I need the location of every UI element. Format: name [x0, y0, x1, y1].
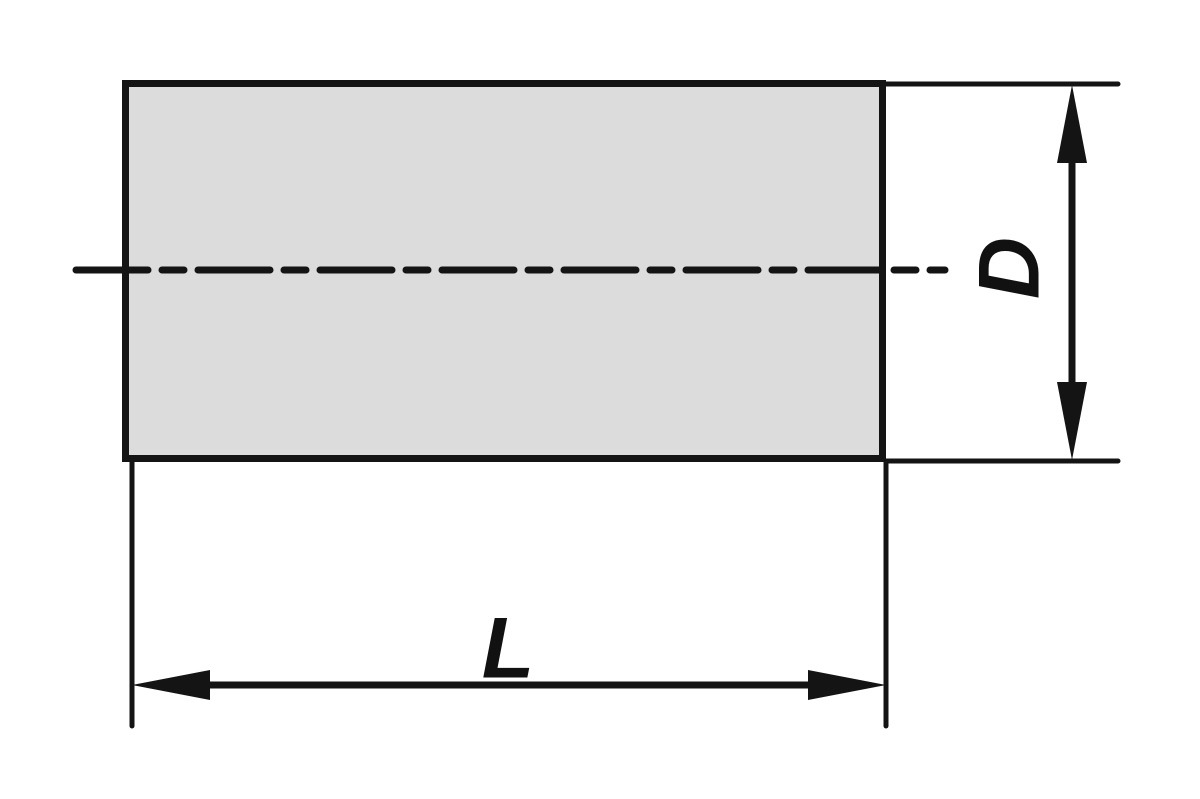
- arrowhead-length-left: [132, 670, 210, 700]
- dimension-label-diameter: D: [962, 237, 1058, 299]
- arrowhead-diameter-top: [1057, 85, 1087, 163]
- arrowhead-diameter-bottom: [1057, 382, 1087, 460]
- arrowhead-length-right: [808, 670, 886, 700]
- dimension-label-length: L: [482, 601, 535, 697]
